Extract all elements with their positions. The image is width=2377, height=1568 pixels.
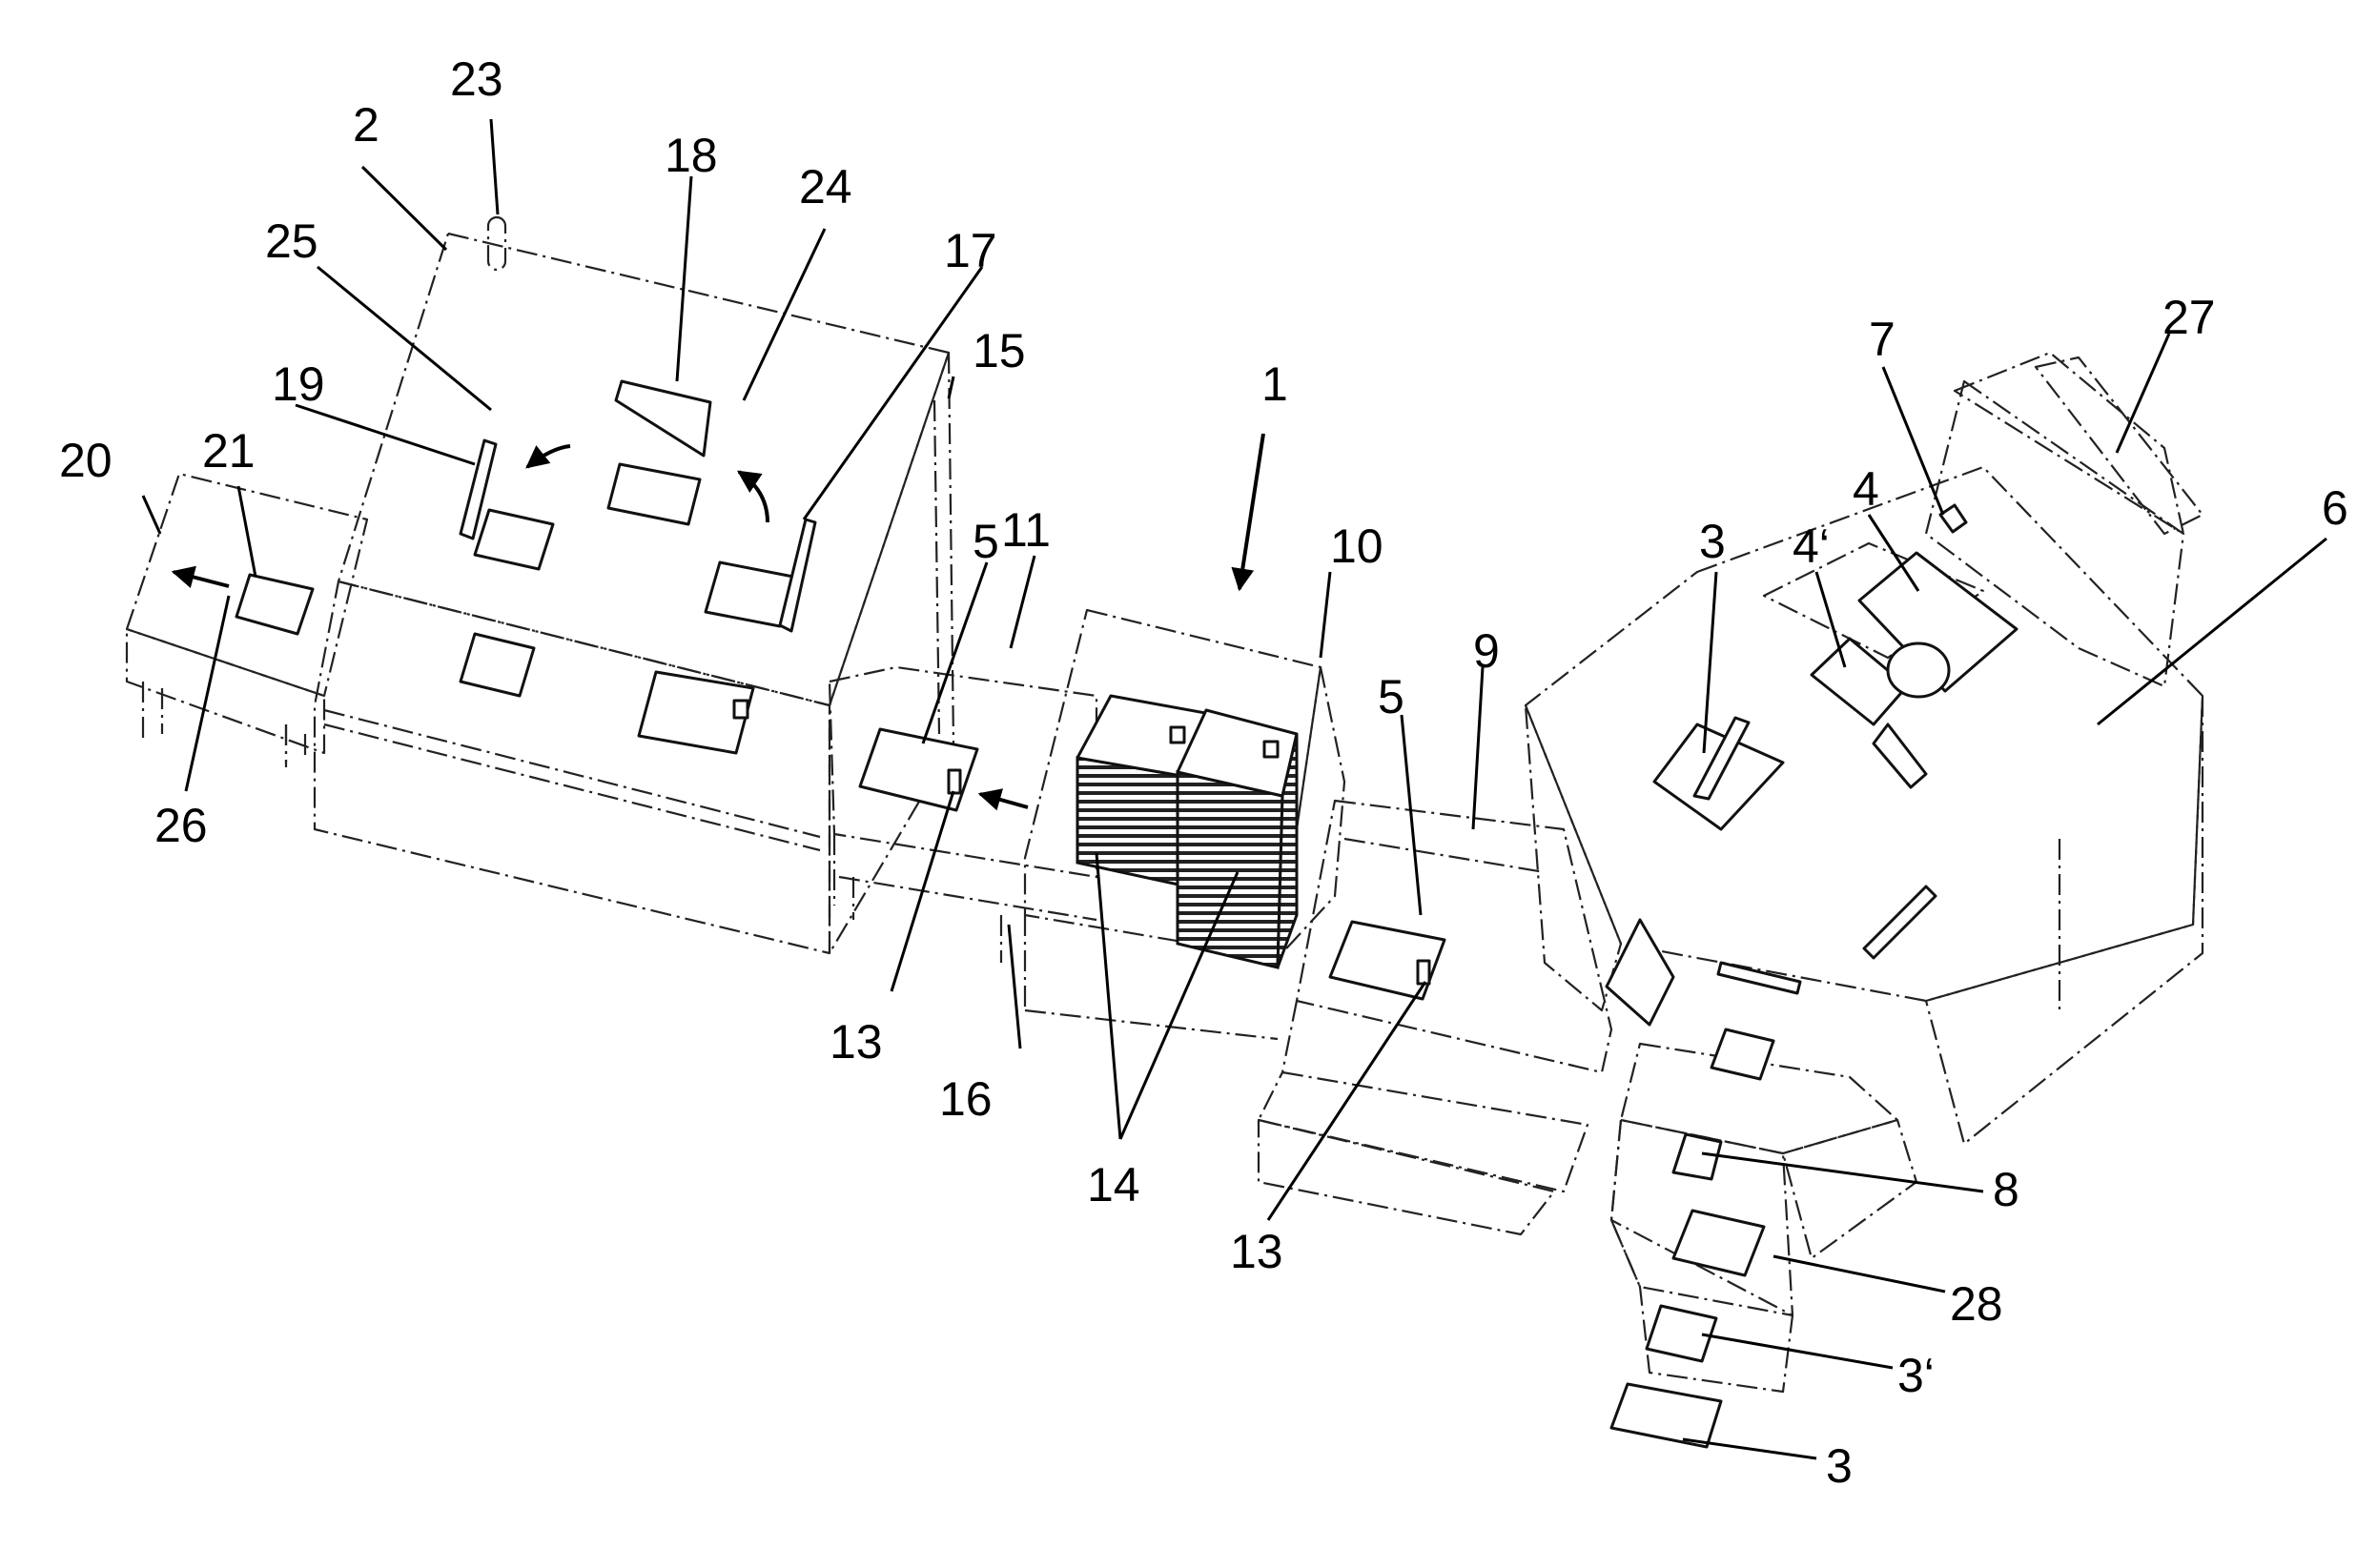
- label-16: 16: [939, 1072, 993, 1126]
- label-14: 14: [1087, 1158, 1140, 1212]
- transport-section-11: [830, 667, 1096, 963]
- label-7: 7: [1869, 313, 1895, 366]
- sensor-7: [1940, 505, 1966, 532]
- label-17: 17: [944, 224, 997, 277]
- label-15: 15: [973, 324, 1026, 377]
- label-3-outlet: 3: [1826, 1439, 1853, 1493]
- part-3-outlet: [1611, 1384, 1721, 1447]
- gripper-circle: [1888, 643, 1949, 697]
- label-2: 2: [353, 98, 379, 152]
- stack-left-side: [1077, 758, 1187, 886]
- label-23: 23: [450, 52, 503, 106]
- container-front-left: [461, 634, 534, 696]
- containers: [236, 381, 2017, 1447]
- part-28: [1673, 1211, 1764, 1275]
- label-5-right: 5: [1378, 670, 1404, 723]
- marking-13-right: [1418, 961, 1429, 984]
- label-18: 18: [665, 129, 718, 182]
- part-8: [1673, 1134, 1721, 1179]
- label-20: 20: [59, 434, 113, 487]
- container-21: [236, 575, 313, 634]
- container-top-middle: [608, 464, 700, 524]
- label-3-machine: 3: [1699, 515, 1726, 568]
- plate-18: [616, 381, 710, 456]
- label-10: 10: [1330, 519, 1383, 573]
- container-24-target: [706, 562, 793, 626]
- label-6: 6: [2322, 481, 2348, 535]
- arrow-1: [1240, 434, 1263, 589]
- arrow-16: [980, 794, 1028, 807]
- label-13-right: 13: [1230, 1225, 1283, 1278]
- feeding-conveyor-9: [1259, 801, 1611, 1234]
- label-24: 24: [799, 160, 852, 214]
- label-9: 9: [1473, 624, 1500, 678]
- part-3-prime: [1647, 1306, 1716, 1361]
- stack-right-side: [1178, 772, 1282, 967]
- label-25: 25: [265, 214, 318, 268]
- label-13-left: 13: [830, 1015, 883, 1069]
- label-26: 26: [154, 799, 208, 852]
- marking-13-left: [949, 770, 960, 793]
- label-4-prime: 4‘: [1793, 519, 1830, 573]
- label-3-prime: 3‘: [1897, 1349, 1935, 1402]
- arrow-26: [174, 572, 229, 586]
- label-28: 28: [1950, 1277, 2003, 1331]
- label-1: 1: [1261, 357, 1288, 411]
- label-27: 27: [2162, 291, 2216, 344]
- label-19: 19: [272, 357, 325, 411]
- label-8: 8: [1993, 1163, 2019, 1216]
- label-5-left: 5: [973, 515, 999, 568]
- sorting-station-2: [286, 217, 953, 953]
- arrow-25: [527, 446, 570, 467]
- label-21: 21: [202, 424, 256, 478]
- container-stacks-14: [1077, 696, 1297, 967]
- label-11: 11: [1001, 503, 1051, 557]
- container-25-target: [475, 510, 553, 569]
- label-4: 4: [1853, 462, 1879, 516]
- arrow-24: [739, 472, 768, 522]
